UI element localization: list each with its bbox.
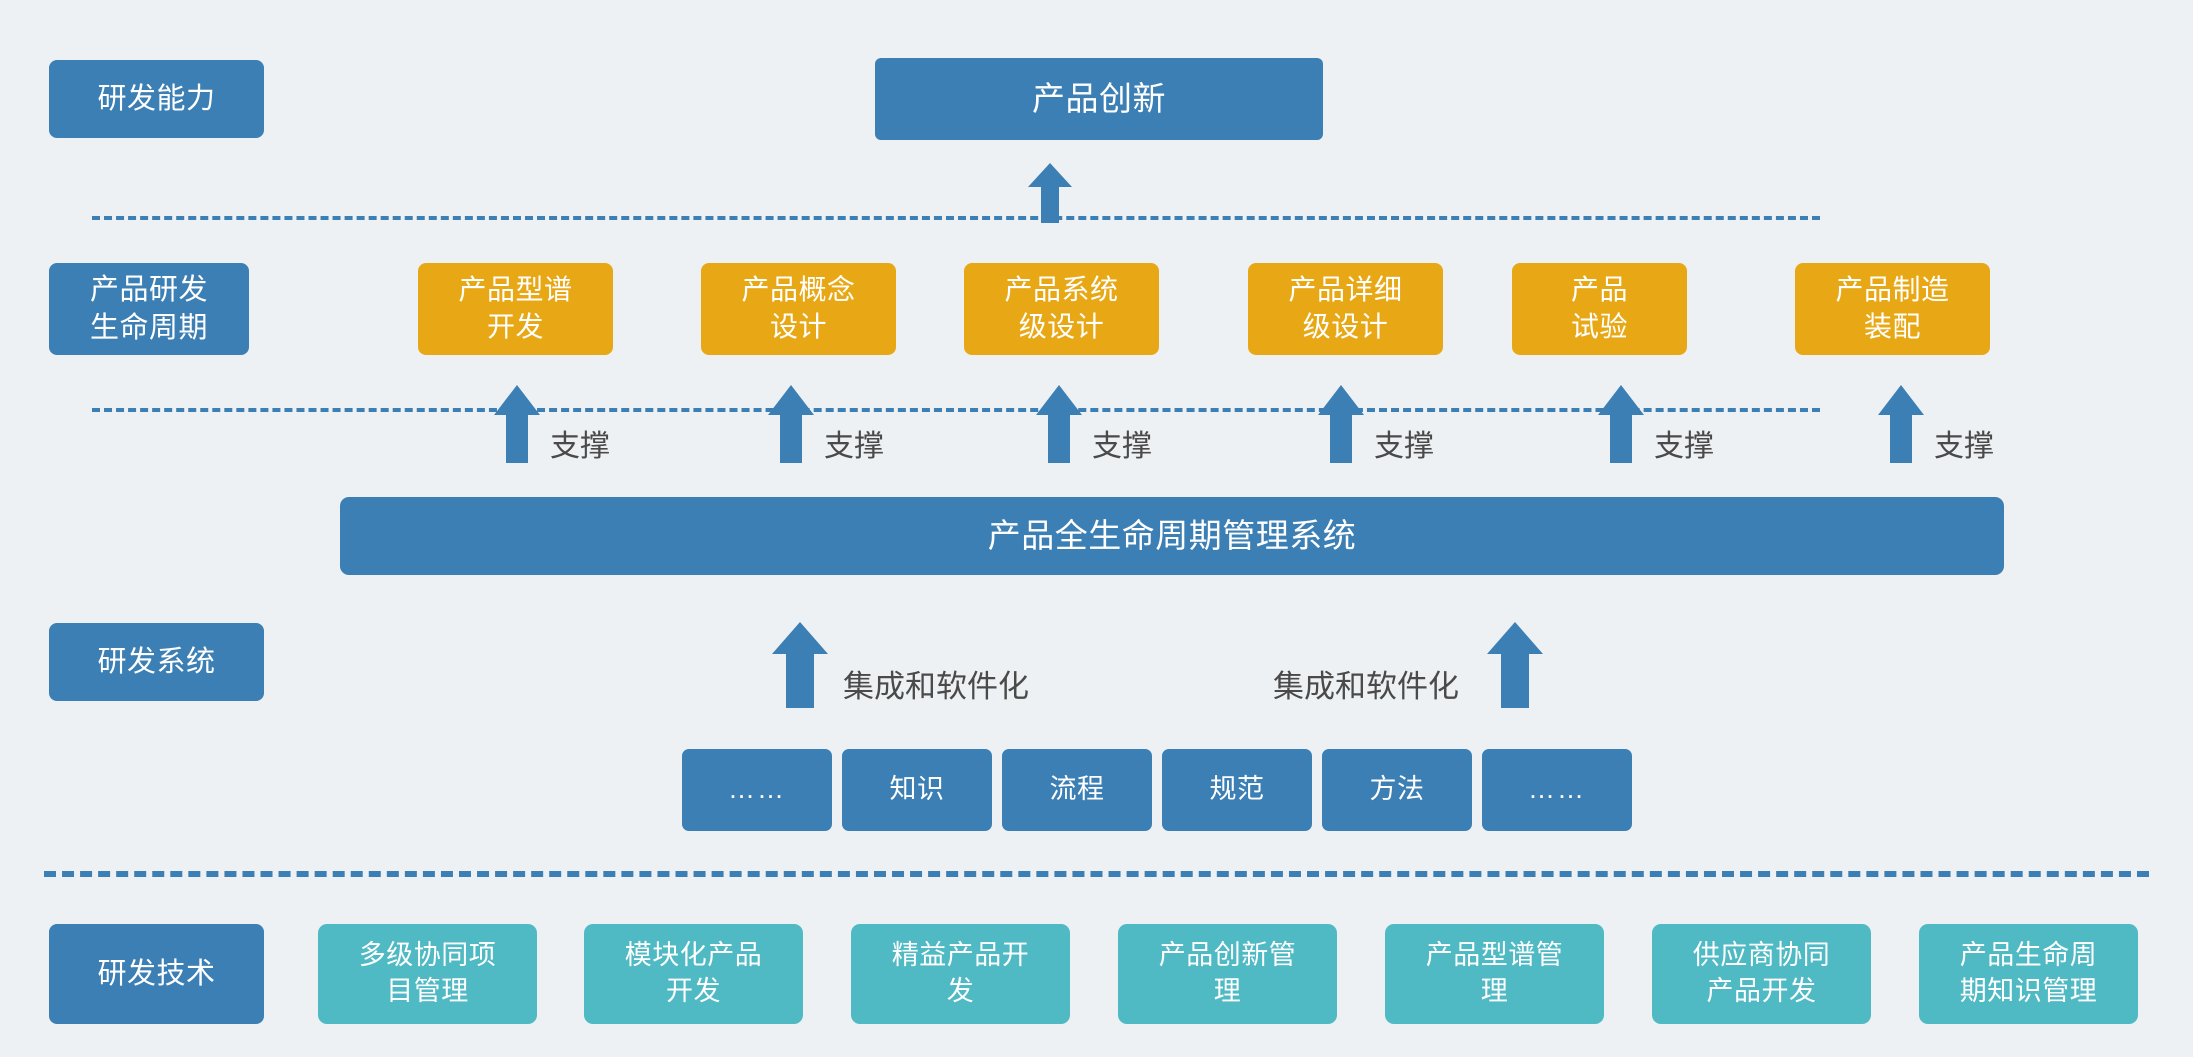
stage-box: 产品概念 设计 [701, 263, 896, 355]
arrow-support-up [1598, 385, 1644, 463]
technology-box: 模块化产品 开发 [584, 924, 803, 1024]
technology-box: 精益产品开 发 [851, 924, 1070, 1024]
support-caption: 支撑 [824, 430, 884, 463]
knowledge-tile: 知识 [842, 749, 992, 831]
technology-box: 产品生命周 期知识管理 [1919, 924, 2138, 1024]
stage-box: 产品型谱 开发 [418, 263, 613, 355]
arrow-head-icon [1036, 385, 1082, 415]
arrow-head-icon [1028, 163, 1072, 187]
arrow-head-icon [1487, 622, 1543, 654]
stage-box: 产品系统 级设计 [964, 263, 1159, 355]
technology-box: 供应商协同 产品开发 [1652, 924, 1871, 1024]
knowledge-tile: 方法 [1322, 749, 1472, 831]
arrow-integration-right-up [1487, 622, 1543, 708]
side-label-system: 研发系统 [49, 623, 264, 701]
arrow-shaft [780, 413, 802, 463]
arrow-support-up [1878, 385, 1924, 463]
arrow-innovation-up [1028, 163, 1072, 223]
divider-lifecycle-system [92, 408, 1820, 412]
arrow-integration-left-up [772, 622, 828, 708]
side-label-technology: 研发技术 [49, 924, 264, 1024]
support-caption: 支撑 [1654, 430, 1714, 463]
integration-caption: 集成和软件化 [1273, 669, 1459, 704]
arrow-shaft [1610, 413, 1632, 463]
divider-capability-lifecycle [92, 216, 1820, 220]
knowledge-tile: 流程 [1002, 749, 1152, 831]
knowledge-tile: …… [1482, 749, 1632, 831]
technology-box: 多级协同项 目管理 [318, 924, 537, 1024]
support-caption: 支撑 [1092, 430, 1152, 463]
arrow-support-up [1318, 385, 1364, 463]
support-caption: 支撑 [550, 430, 610, 463]
arrow-shaft [1041, 185, 1059, 223]
divider-system-technology [44, 871, 2149, 877]
arrow-shaft [1048, 413, 1070, 463]
stage-box: 产品详细 级设计 [1248, 263, 1443, 355]
arrow-head-icon [1878, 385, 1924, 415]
technology-box: 产品创新管 理 [1118, 924, 1337, 1024]
arrow-shaft [786, 652, 814, 708]
support-caption: 支撑 [1374, 430, 1434, 463]
stage-box: 产品制造 装配 [1795, 263, 1990, 355]
arrow-head-icon [1318, 385, 1364, 415]
header-product-innovation: 产品创新 [875, 58, 1323, 140]
plm-system-bar: 产品全生命周期管理系统 [340, 497, 2004, 575]
technology-box: 产品型谱管 理 [1385, 924, 1604, 1024]
arrow-head-icon [1598, 385, 1644, 415]
side-label-capability: 研发能力 [49, 60, 264, 138]
arrow-head-icon [772, 622, 828, 654]
knowledge-tile: …… [682, 749, 832, 831]
arrow-shaft [1501, 652, 1529, 708]
arrow-support-up [1036, 385, 1082, 463]
arrow-shaft [1890, 413, 1912, 463]
integration-caption: 集成和软件化 [843, 669, 1029, 704]
knowledge-tile: 规范 [1162, 749, 1312, 831]
arrow-shaft [506, 413, 528, 463]
arrow-support-up [768, 385, 814, 463]
support-caption: 支撑 [1934, 430, 1994, 463]
stage-box: 产品 试验 [1512, 263, 1687, 355]
side-label-lifecycle: 产品研发 生命周期 [49, 263, 249, 355]
arrow-head-icon [494, 385, 540, 415]
arrow-shaft [1330, 413, 1352, 463]
arrow-head-icon [768, 385, 814, 415]
arrow-support-up [494, 385, 540, 463]
